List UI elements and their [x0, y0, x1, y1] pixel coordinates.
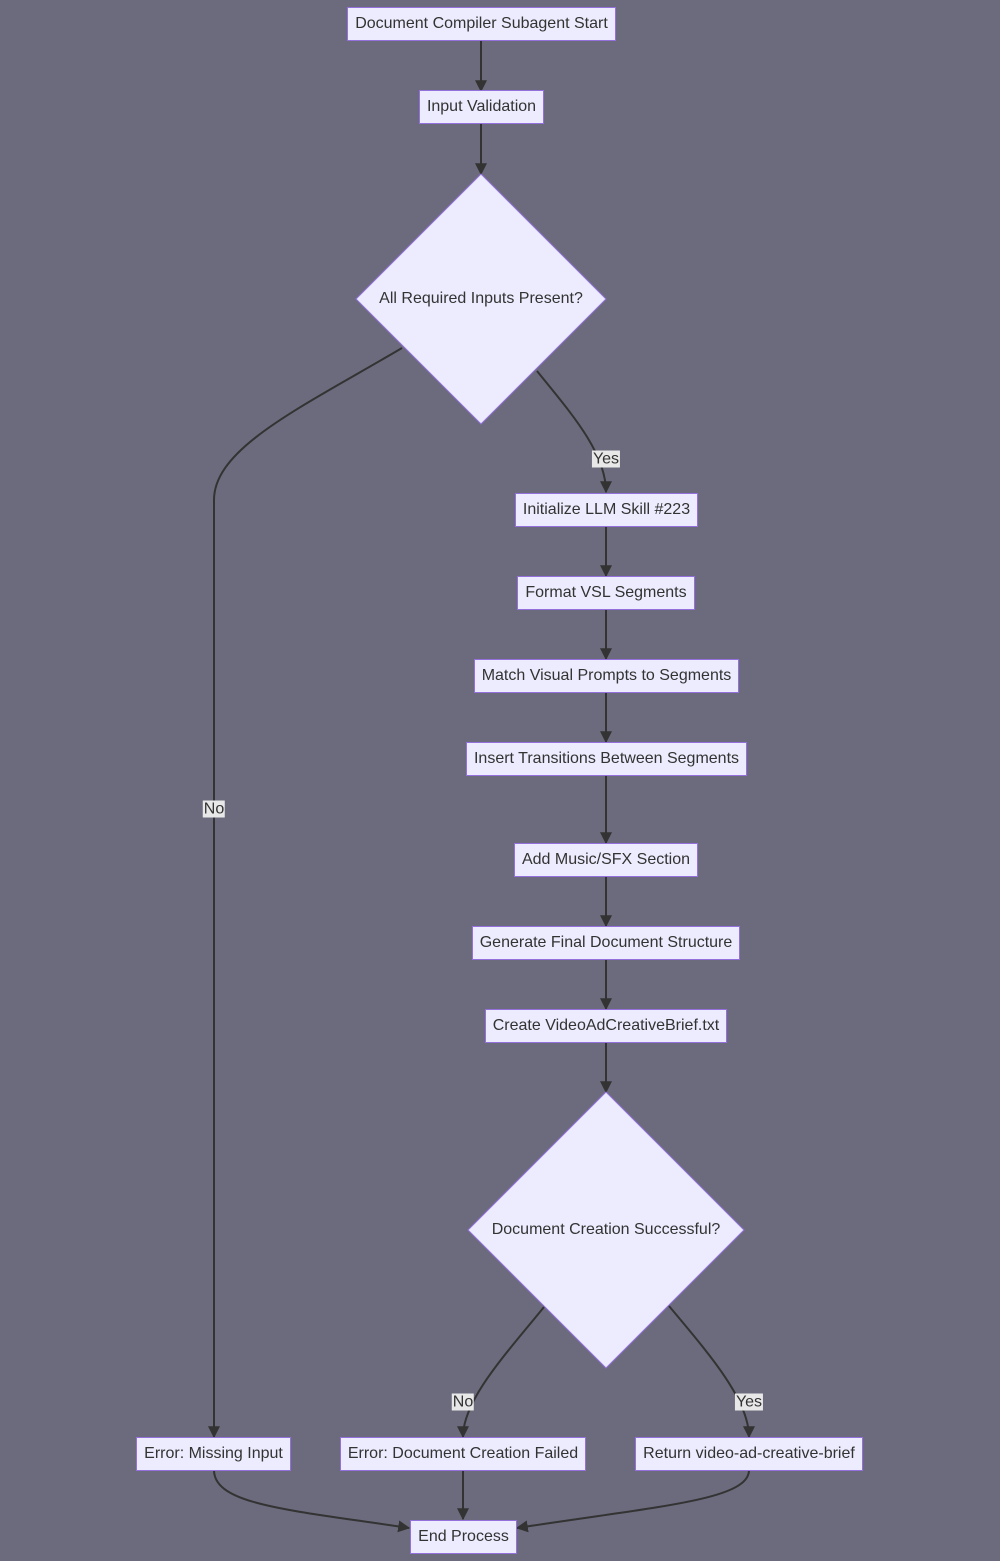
edge-missing-to-end: [213, 1469, 411, 1533]
node-return-brief: Return video-ad-creative-brief: [635, 1437, 863, 1471]
node-insert-transitions: Insert Transitions Between Segments: [466, 742, 747, 776]
edge-label-created-yes: Yes: [734, 1393, 764, 1411]
node-create-brief-file: Create VideoAdCreativeBrief.txt: [485, 1009, 727, 1043]
node-input-validation: Input Validation: [419, 90, 544, 124]
edge-return-to-end: [515, 1469, 750, 1533]
edge-decision1-yes: [536, 370, 612, 494]
node-start: Document Compiler Subagent Start: [347, 7, 616, 41]
node-error-creation-failed: Error: Document Creation Failed: [340, 1437, 586, 1471]
node-format-vsl-segments: Format VSL Segments: [517, 576, 695, 610]
node-add-music-sfx: Add Music/SFX Section: [514, 843, 698, 877]
node-error-missing-input: Error: Missing Input: [136, 1437, 291, 1471]
edge-decision2-yes: [668, 1305, 755, 1439]
edge-label-inputs-yes: Yes: [591, 450, 621, 468]
decision-inputs-present-shape: [355, 173, 607, 425]
node-match-visual-prompts: Match Visual Prompts to Segments: [474, 659, 739, 693]
edge-decision2-no: [457, 1306, 545, 1439]
node-end-process: End Process: [410, 1520, 517, 1554]
node-initialize-llm-skill: Initialize LLM Skill #223: [515, 493, 698, 527]
edge-decision1-no: [208, 347, 403, 1439]
decision-document-created-shape: [467, 1091, 745, 1369]
decision-document-created-label: Document Creation Successful?: [491, 1221, 721, 1238]
edge-label-inputs-no: No: [202, 800, 226, 818]
edge-label-created-no: No: [451, 1393, 475, 1411]
node-generate-document-structure: Generate Final Document Structure: [472, 926, 740, 960]
decision-inputs-present-label: All Required Inputs Present?: [379, 290, 583, 307]
